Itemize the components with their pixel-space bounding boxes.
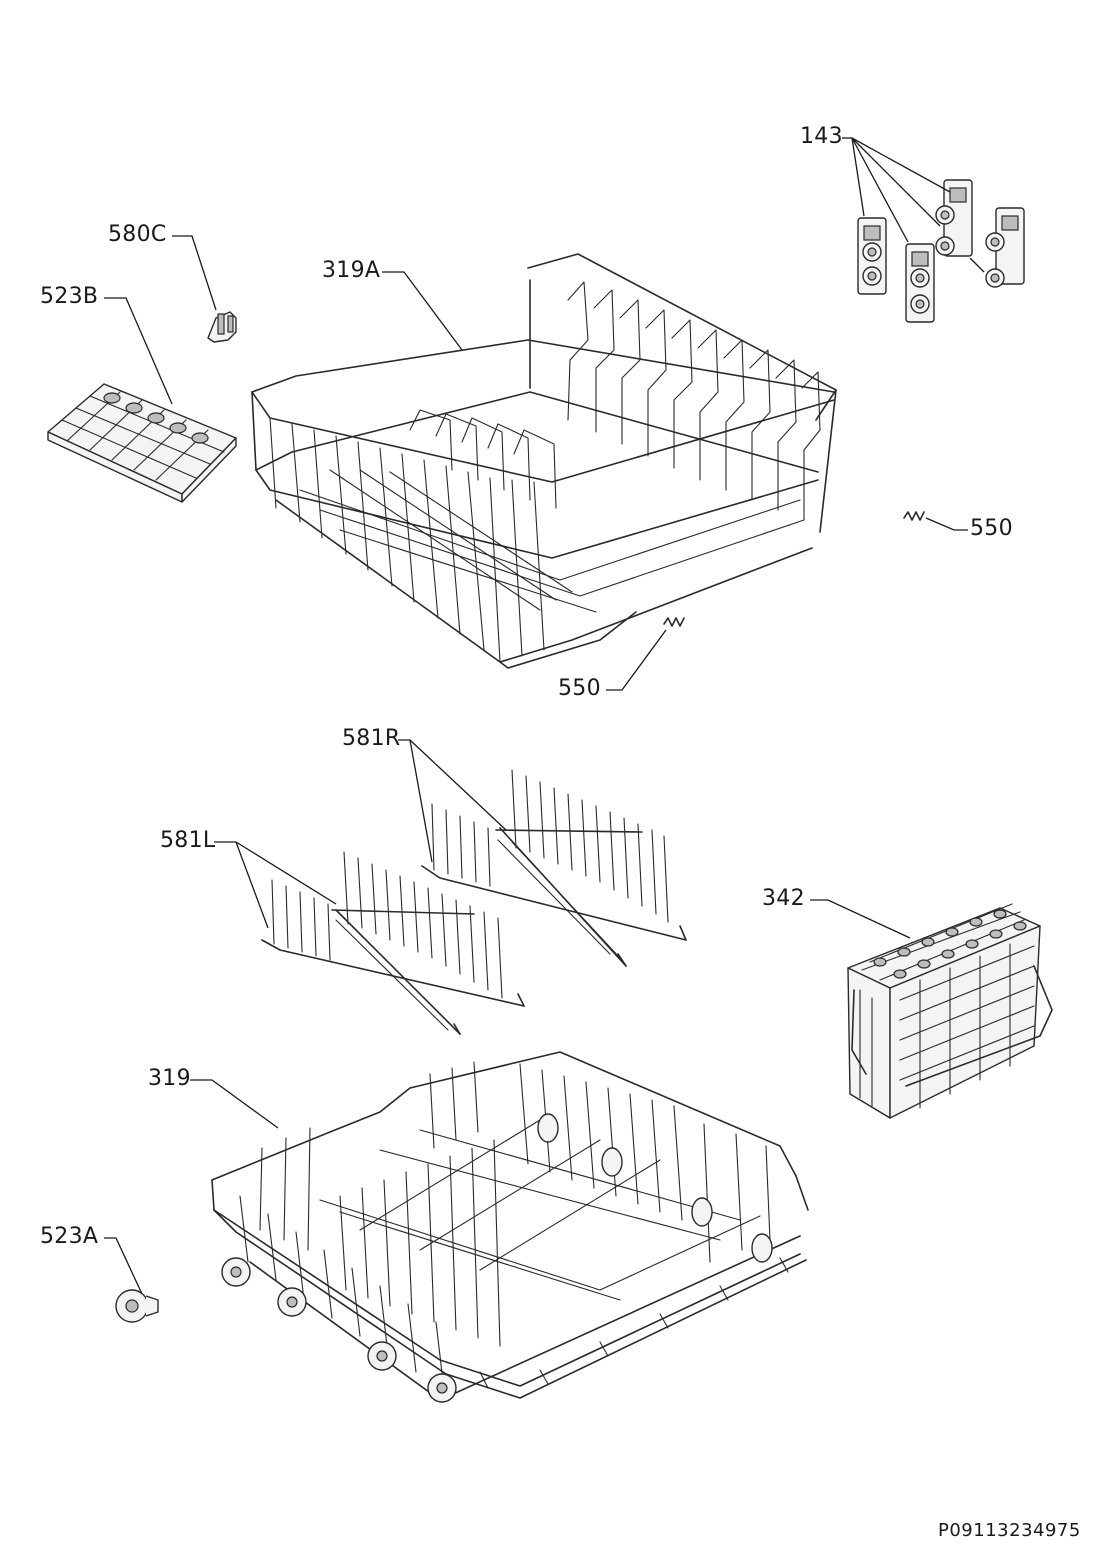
part-143-roller-carriers	[842, 137, 1025, 323]
wheel-3	[367, 1341, 397, 1371]
roller-carrier-3	[935, 179, 973, 257]
part-580C-clip	[172, 235, 237, 343]
wheel-4	[427, 1373, 457, 1403]
wheel-2	[277, 1287, 307, 1317]
label-581R: 581R	[342, 726, 401, 751]
roller-carrier-2	[905, 243, 935, 323]
label-550-right: 550	[970, 516, 1013, 541]
label-319A: 319A	[322, 258, 381, 283]
side-wheel-2	[601, 1147, 623, 1177]
part-319-lower-basket	[190, 1051, 809, 1403]
label-143: 143	[800, 124, 843, 149]
part-523A-wheel	[104, 1237, 159, 1323]
part-550-spring-center	[606, 617, 685, 691]
wheel-1	[221, 1257, 251, 1287]
label-550-center: 550	[558, 676, 601, 701]
roller-carrier-1	[857, 217, 887, 295]
leader-lines-143	[842, 137, 985, 273]
side-wheel-1	[537, 1113, 559, 1143]
label-342: 342	[762, 886, 805, 911]
part-550-spring-right	[903, 511, 968, 531]
label-523A: 523A	[40, 1224, 99, 1249]
label-581L: 581L	[160, 828, 216, 853]
document-id: P09113234975	[938, 1520, 1081, 1541]
label-580C: 580C	[108, 222, 167, 247]
side-wheel-3	[691, 1197, 713, 1227]
part-319A-upper-basket	[251, 253, 837, 669]
side-wheel-4	[751, 1233, 773, 1263]
part-342-cutlery-basket	[810, 899, 1053, 1119]
part-523B-insert	[47, 297, 237, 503]
roller-carrier-4	[985, 207, 1025, 288]
label-523B: 523B	[40, 284, 99, 309]
label-319: 319	[148, 1066, 191, 1091]
part-581R-tine-rack	[398, 739, 687, 967]
part-581L-tine-rack	[214, 841, 525, 1035]
